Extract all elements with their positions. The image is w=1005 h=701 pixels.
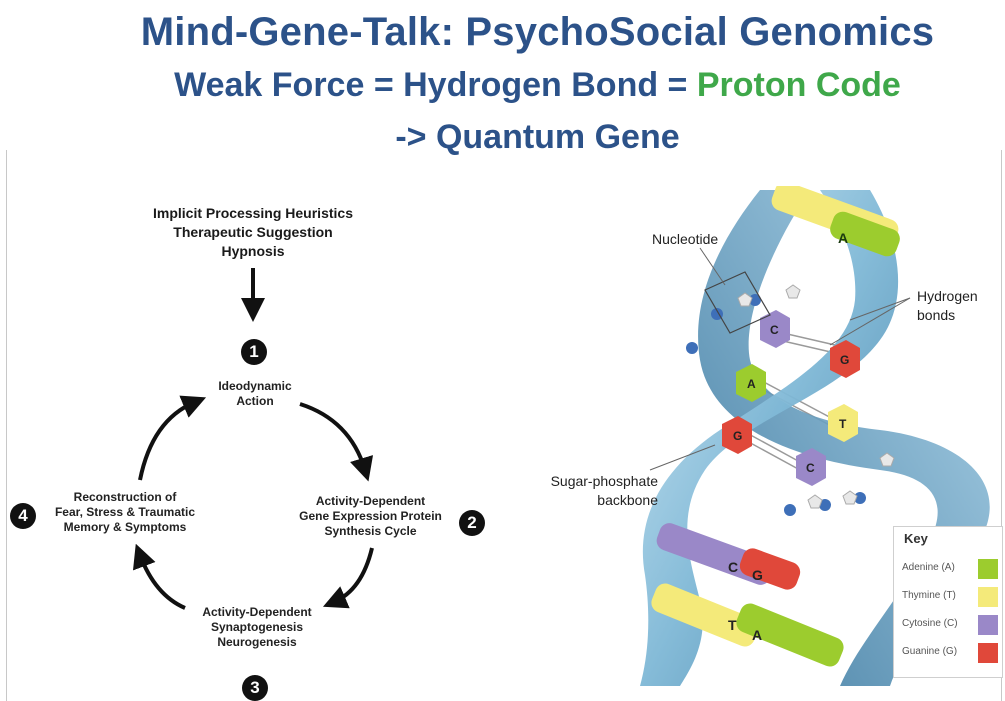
base-letter-g-2: G bbox=[733, 429, 742, 443]
step-2-badge: 2 bbox=[459, 510, 485, 536]
step-2-text: Activity-Dependent Gene Expression Prote… bbox=[283, 494, 458, 539]
step-line: Activity-Dependent bbox=[315, 494, 426, 508]
subtitle-prefix: Weak Force = Hydrogen Bond = bbox=[174, 66, 697, 104]
arrow-3-to-4 bbox=[132, 543, 186, 610]
step-line: Fear, Stress & Traumatic bbox=[54, 505, 196, 519]
sugar-pentagons bbox=[737, 284, 895, 509]
step-line: Ideodynamic bbox=[218, 379, 292, 393]
arrow-4-to-1 bbox=[138, 395, 207, 481]
key-label: Cytosine (C) bbox=[902, 618, 958, 629]
nucleotide-box bbox=[704, 271, 771, 334]
base-c-hex-2 bbox=[796, 448, 826, 486]
base-a-hex-1 bbox=[736, 364, 766, 402]
base-letter-c-2: C bbox=[806, 461, 815, 475]
step-line: Memory & Symptoms bbox=[63, 520, 187, 534]
base-letter-a-bottom: A bbox=[752, 627, 762, 643]
key-item-guanine: Guanine (G) bbox=[902, 641, 998, 665]
base-letter-a-1: A bbox=[747, 377, 756, 391]
base-pair-cg-red bbox=[739, 548, 801, 590]
base-pair-ta-green bbox=[736, 603, 844, 667]
key-label: Guanine (G) bbox=[902, 646, 958, 657]
label-backbone-line: Sugar-phosphate bbox=[550, 473, 658, 489]
frame-line-right bbox=[1001, 150, 1002, 701]
step-3-badge: 3 bbox=[242, 675, 268, 701]
base-letter-g-1: G bbox=[840, 353, 849, 367]
dna-key-legend: Key Adenine (A) Thymine (T) Cytosine (C)… bbox=[893, 526, 1003, 678]
intro-line: Therapeutic Suggestion bbox=[173, 224, 333, 240]
base-pair-ta-yellow bbox=[651, 583, 759, 647]
base-letter-c-bottom: C bbox=[728, 559, 738, 575]
base-letter-c-1: C bbox=[770, 323, 779, 337]
key-title: Key bbox=[904, 531, 928, 546]
step-line: Action bbox=[236, 394, 274, 408]
label-backbone: Sugar-phosphate backbone bbox=[540, 472, 658, 510]
step-1-badge: 1 bbox=[241, 339, 267, 365]
dna-helix-illustration: A C G T A C G A T G C bbox=[640, 186, 990, 686]
key-swatch bbox=[978, 643, 998, 663]
arrow-1-to-2 bbox=[299, 402, 374, 482]
key-item-cytosine: Cytosine (C) bbox=[902, 613, 998, 637]
label-hydrogen-line: bonds bbox=[917, 307, 956, 323]
key-label: Adenine (A) bbox=[902, 562, 955, 573]
step-3-text: Activity-Dependent Synaptogenesis Neurog… bbox=[182, 605, 332, 650]
base-c-hex-1 bbox=[760, 310, 790, 348]
key-item-adenine: Adenine (A) bbox=[902, 557, 998, 581]
cycle-intro: Implicit Processing Heuristics Therapeut… bbox=[133, 204, 373, 261]
arrow-2-to-3 bbox=[322, 547, 374, 609]
base-letter-a-top: A bbox=[838, 230, 848, 246]
key-item-thymine: Thymine (T) bbox=[902, 585, 998, 609]
step-4-badge: 4 bbox=[10, 503, 36, 529]
key-swatch bbox=[978, 559, 998, 579]
label-hydrogen-line: Hydrogen bbox=[917, 288, 978, 304]
key-swatch bbox=[978, 587, 998, 607]
base-t-hex-1 bbox=[828, 404, 858, 442]
step-1-text: Ideodynamic Action bbox=[180, 379, 330, 409]
key-label: Thymine (T) bbox=[902, 590, 956, 601]
cycle-arrows bbox=[132, 268, 374, 610]
intro-line: Hypnosis bbox=[221, 243, 285, 259]
label-backbone-line: backbone bbox=[597, 492, 658, 508]
step-line: Synthesis Cycle bbox=[324, 524, 417, 538]
phosphate-spheres bbox=[686, 294, 866, 516]
slide-title: Mind-Gene-Talk: PsychoSocial Genomics bbox=[140, 10, 935, 54]
step-line: Activity-Dependent bbox=[202, 605, 312, 619]
base-letter-g-bottom: G bbox=[752, 567, 763, 583]
slide-subtitle-line3: -> Quantum Gene bbox=[395, 118, 680, 156]
base-letter-t-1: T bbox=[839, 417, 847, 431]
step-line: Neurogenesis bbox=[217, 635, 297, 649]
label-pointers bbox=[649, 247, 911, 471]
base-g-hex-1 bbox=[830, 340, 860, 378]
step-line: Gene Expression Protein bbox=[299, 509, 442, 523]
label-nucleotide: Nucleotide bbox=[652, 231, 719, 247]
base-g-hex-2 bbox=[722, 416, 752, 454]
key-swatch bbox=[978, 615, 998, 635]
base-letter-t-bottom: T bbox=[728, 617, 737, 633]
step-4-text: Reconstruction of Fear, Stress & Traumat… bbox=[40, 490, 210, 535]
label-hydrogen-bonds: Hydrogen bonds bbox=[917, 287, 978, 325]
intro-line: Implicit Processing Heuristics bbox=[153, 205, 353, 221]
base-pair-top-green bbox=[830, 211, 900, 257]
step-line: Reconstruction of bbox=[73, 490, 177, 504]
frame-line-left bbox=[6, 150, 7, 701]
step-line: Synaptogenesis bbox=[210, 620, 304, 634]
subtitle-highlight: Proton Code bbox=[696, 66, 901, 104]
slide-subtitle: Weak Force = Hydrogen Bond = Proton Code bbox=[0, 66, 1005, 105]
